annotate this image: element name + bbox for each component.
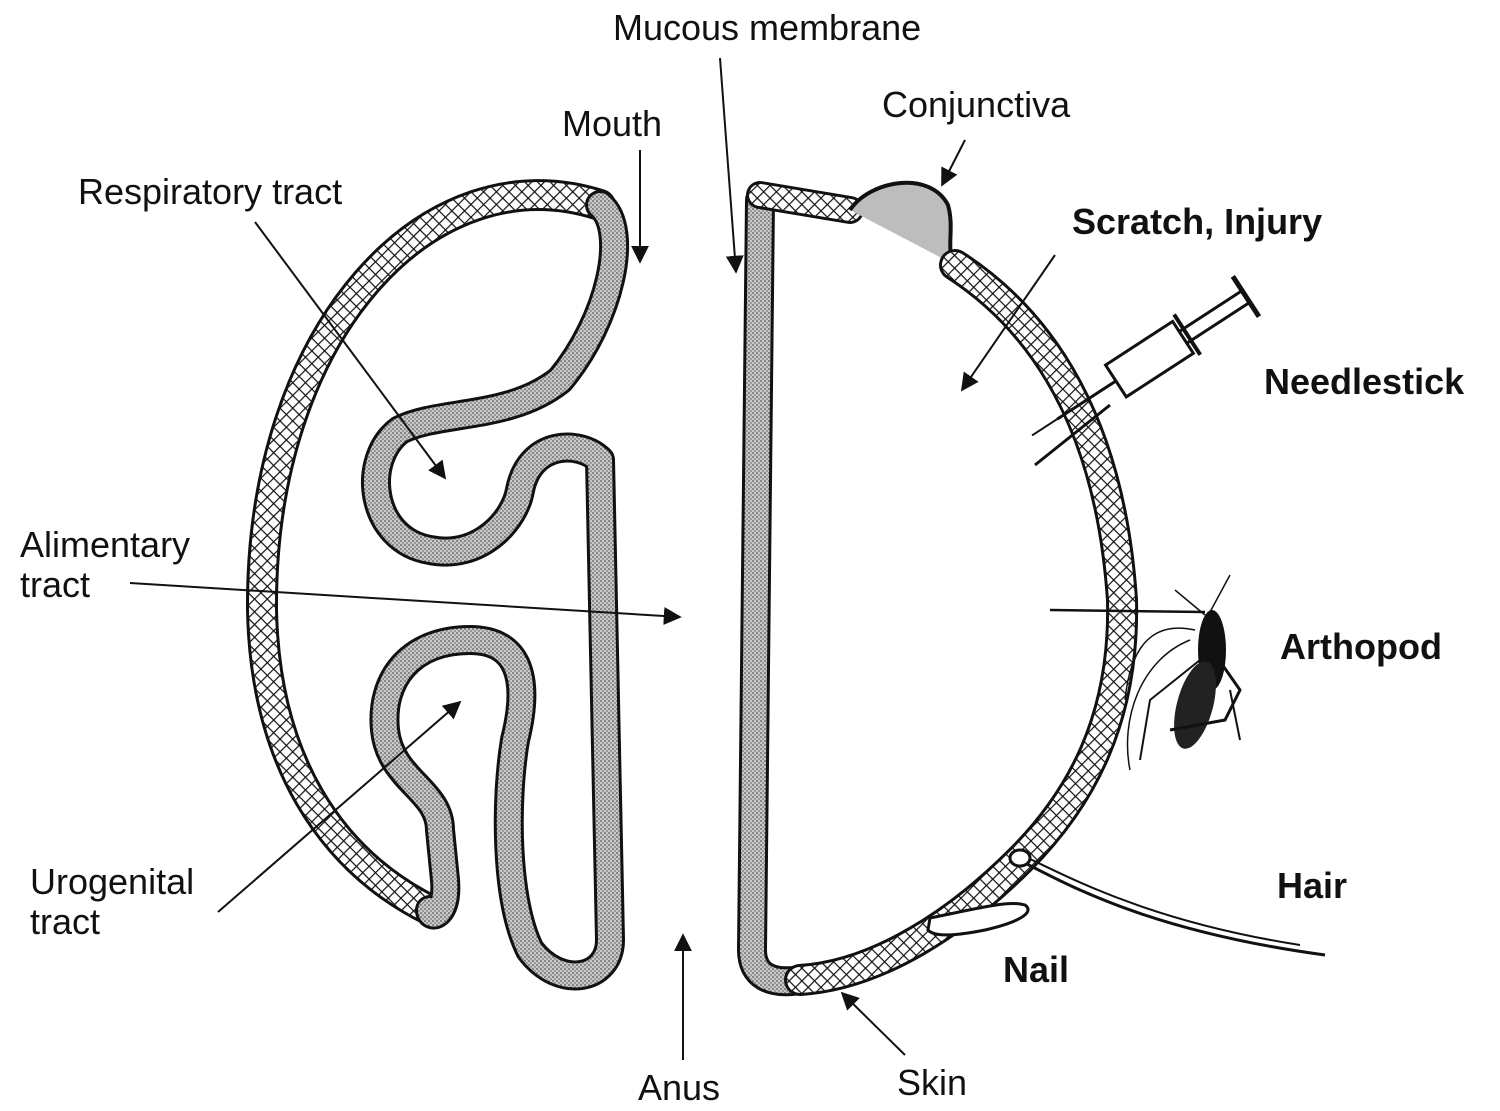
label-respiratory-tract: Respiratory tract <box>78 172 342 212</box>
label-anus: Anus <box>638 1068 720 1108</box>
label-skin: Skin <box>897 1063 967 1103</box>
mucous-membrane-arrow <box>720 58 736 272</box>
label-mouth: Mouth <box>562 104 662 144</box>
label-needlestick: Needlestick <box>1264 362 1464 402</box>
label-conjunctiva: Conjunctiva <box>882 85 1070 125</box>
label-arthopod: Arthopod <box>1280 627 1442 667</box>
label-urogenital-tract: Urogenital tract <box>30 862 194 941</box>
conjunctiva-arrow <box>942 140 965 185</box>
mosquito-icon <box>1050 575 1240 770</box>
label-hair: Hair <box>1277 866 1347 906</box>
skin-arrow <box>842 993 905 1055</box>
label-nail: Nail <box>1003 950 1069 990</box>
respiratory-tract-tube <box>376 205 614 975</box>
conjunctiva-bump <box>850 183 955 265</box>
label-mucous-membrane: Mucous membrane <box>613 8 921 48</box>
label-alimentary-tract: Alimentary tract <box>20 525 190 604</box>
label-scratch-injury: Scratch, Injury <box>1072 202 1322 242</box>
right-skin-band <box>800 265 1122 980</box>
